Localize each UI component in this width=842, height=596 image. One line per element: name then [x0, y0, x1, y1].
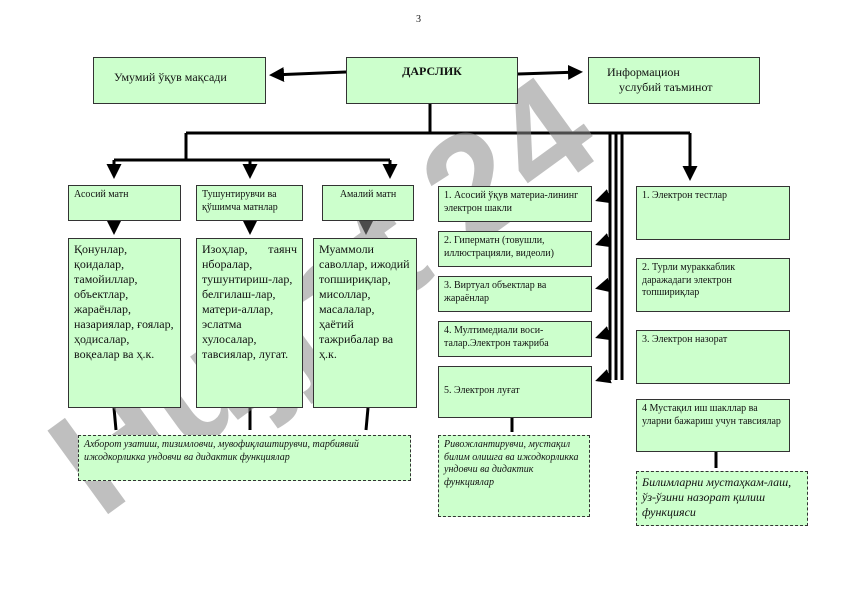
practical-text-body: Муаммоли саволлар, ижодий топшириқлар, м… [313, 238, 417, 408]
right-item-3-text: 3. Электрон назорат [642, 334, 728, 345]
right-item-1-text: 1. Электрон тестлар [642, 190, 728, 201]
right-item-4: 4 Мустақил иш шакллар ва уларни бажариш … [636, 399, 790, 452]
right-item-3: 3. Электрон назорат [636, 330, 790, 384]
textbook-label: ДАРСЛИК [402, 64, 462, 78]
info-support-line1: Информацион [607, 65, 680, 79]
practical-text-header: Амалий матн [322, 185, 414, 221]
function-box-2-text: Ривожлантирувчи, мустақил билим олишга в… [444, 439, 579, 488]
arrow-to-info [517, 64, 583, 80]
middle-item-5-text: 5. Электрон луғат [444, 385, 520, 396]
middle-item-1-text: 1. Асосий ўқув материа-лининг электрон ш… [444, 190, 579, 214]
function-box-1-text: Ахборот узатиш, тизимловчи, мувофиқлашти… [84, 439, 359, 463]
explanatory-text-body-text: Изоҳлар, таянч нборалар, тушунтириш-лар,… [202, 242, 297, 361]
explanatory-text-header-label: Тушунтирувчи ва қўшимча матнлар [202, 189, 278, 213]
middle-item-4-text: 4. Мултимедиали воси-талар.Электрон тажр… [444, 325, 549, 349]
explanatory-text-header: Тушунтирувчи ва қўшимча матнлар [196, 185, 303, 221]
middle-item-1: 1. Асосий ўқув материа-лининг электрон ш… [438, 186, 592, 222]
explanatory-text-body: Изоҳлар, таянч нборалар, тушунтириш-лар,… [196, 238, 303, 408]
middle-item-4: 4. Мултимедиали воси-талар.Электрон тажр… [438, 321, 592, 357]
right-item-2-text: 2. Турли мураккаблик даражадаги электрон… [642, 262, 736, 298]
right-item-1: 1. Электрон тестлар [636, 186, 790, 240]
info-support-box: Информацион услубий таъминот [588, 57, 760, 104]
main-text-header-label: Асосий матн [74, 189, 129, 200]
page-number: 3 [416, 14, 421, 25]
function-box-3-text: Билимларни мустаҳкам-лаш, ўз-ўзини назор… [642, 475, 792, 519]
practical-text-header-label: Амалий матн [339, 189, 397, 200]
function-box-2: Ривожлантирувчи, мустақил билим олишга в… [438, 435, 590, 517]
general-goal-box: Умумий ўқув мақсади [93, 57, 266, 104]
main-text-body-text: Қонунлар, қоидалар, тамойиллар, объектла… [74, 242, 174, 361]
right-item-4-text: 4 Мустақил иш шакллар ва уларни бажариш … [642, 403, 781, 427]
middle-item-3-text: 3. Виртуал объектлар ва жараёнлар [444, 280, 547, 304]
function-box-1: Ахборот узатиш, тизимловчи, мувофиқлашти… [78, 435, 411, 481]
main-text-body: Қонунлар, қоидалар, тамойиллар, объектла… [68, 238, 181, 408]
arrow-to-goal [269, 67, 347, 83]
middle-item-5: 5. Электрон луғат [438, 366, 592, 418]
textbook-box: ДАРСЛИК [346, 57, 518, 104]
main-text-header: Асосий матн [68, 185, 181, 221]
info-support-line2: услубий таъминот [619, 80, 713, 94]
middle-item-3: 3. Виртуал объектлар ва жараёнлар [438, 276, 592, 312]
middle-item-2-text: 2. Гиперматн (товушли, иллюстрацияли, ви… [444, 235, 554, 259]
middle-item-2: 2. Гиперматн (товушли, иллюстрацияли, ви… [438, 231, 592, 267]
general-goal-label: Умумий ўқув мақсади [114, 70, 227, 84]
function-box-3: Билимларни мустаҳкам-лаш, ўз-ўзини назор… [636, 471, 808, 526]
right-item-2: 2. Турли мураккаблик даражадаги электрон… [636, 258, 790, 312]
practical-text-body-text: Муаммоли саволлар, ижодий топшириқлар, м… [319, 242, 410, 361]
